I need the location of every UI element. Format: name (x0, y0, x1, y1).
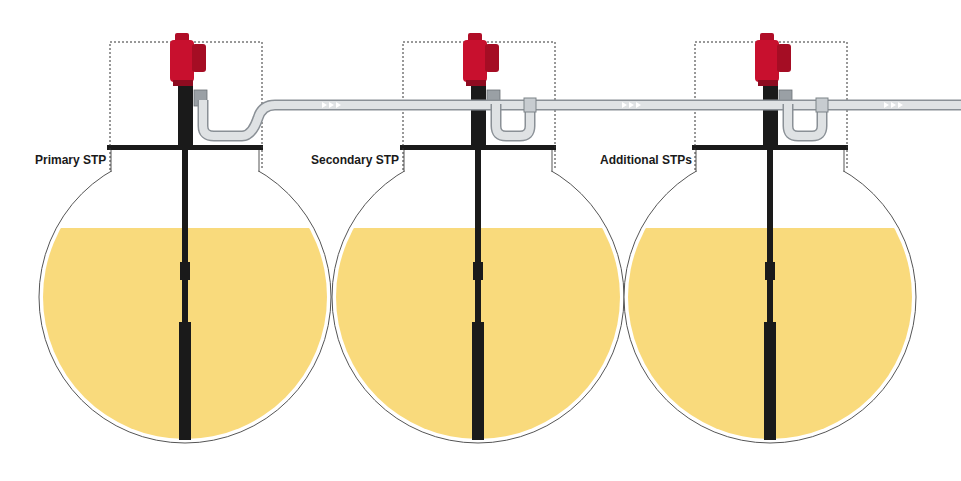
pump-label: Secondary STP (309, 152, 401, 168)
pump-label: Additional STPs (598, 152, 694, 168)
pump-label: Primary STP (33, 152, 108, 168)
